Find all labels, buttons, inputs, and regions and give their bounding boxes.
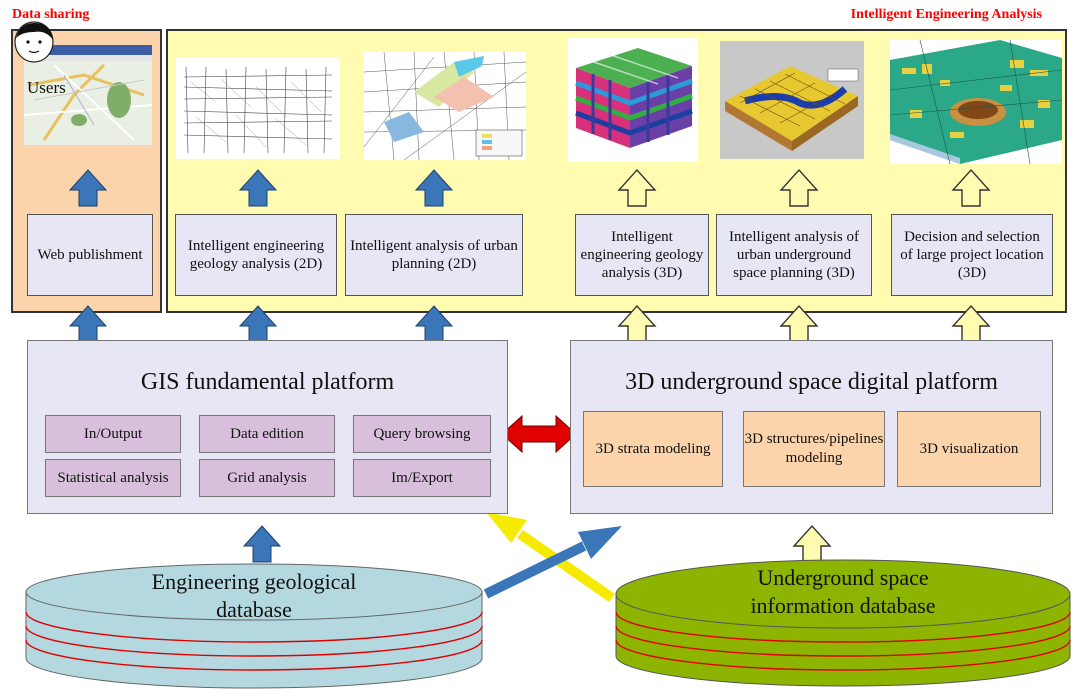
arrow-ugdb-to-gis [486,512,615,603]
arrow-3d-to-underground3d [780,305,818,343]
arrow-3d-to-decision3d [952,305,990,343]
arrow-geo3d-to-image [618,169,656,207]
intelligent-analysis-title: Intelligent Engineering Analysis [850,7,1042,22]
arrow-web-to-users [69,169,107,207]
geology-section-2d-image [176,57,340,159]
gis-cell-query-browsing[interactable]: Query browsing [353,415,491,453]
arrow-3d-to-geo3d [618,305,656,343]
gis-platform: GIS fundamental platform In/Output Data … [27,340,508,514]
arrow-gis-to-web [69,305,107,343]
engineering-db-label: Engineering geological database [151,569,357,622]
underground-space-database[interactable]: Underground space information database [614,556,1072,688]
gis-cell-data-edition[interactable]: Data edition [199,415,335,453]
arrow-engdb-to-3d [483,526,622,599]
arrow-engdb-to-gis [243,525,281,563]
strata-fence-3d-image [568,38,698,162]
web-map-image [24,45,152,145]
visualization-3d-cell[interactable]: 3D visualization [897,411,1041,487]
structures-pipelines-modeling-cell[interactable]: 3D structures/pipelines modeling [743,411,885,487]
project-location-3d-box[interactable]: Decision and selection of large project … [891,214,1053,296]
large-project-location-3d-image [890,40,1062,164]
urban-planning-2d-box[interactable]: Intelligent analysis of urban planning (… [345,214,523,296]
platform-exchange-arrow [501,414,577,454]
urban-planning-2d-image [364,52,526,160]
gis-cell-statistical-analysis[interactable]: Statistical analysis [45,459,181,497]
arrow-gis-to-urban2d [415,305,453,343]
arrow-geo2d-to-image [239,169,277,207]
gis-cell-in-output[interactable]: In/Output [45,415,181,453]
arrow-gis-to-geo2d [239,305,277,343]
engineering-geological-database[interactable]: Engineering geological database [24,562,484,690]
data-sharing-title: Data sharing [12,7,90,22]
underground-db-label: Underground space information database [750,565,936,618]
web-publishment-box[interactable]: Web publishment [27,214,153,296]
underground-space-3d-image [720,41,864,159]
arrow-underground3d-to-image [780,169,818,207]
underground-planning-3d-box[interactable]: Intelligent analysis of urban undergroun… [716,214,872,296]
users-label: Users [27,78,66,97]
gis-platform-title: GIS fundamental platform [140,369,395,395]
digital-3d-platform: 3D underground space digital platform 3D… [570,340,1053,514]
strata-modeling-cell[interactable]: 3D strata modeling [583,411,723,487]
geo-analysis-2d-box[interactable]: Intelligent engineering geology analysis… [175,214,337,296]
user-avatar-icon [12,20,56,64]
gis-cell-grid-analysis[interactable]: Grid analysis [199,459,335,497]
digital-3d-platform-title: 3D underground space digital platform [625,369,998,395]
geo-analysis-3d-box[interactable]: Intelligent engineering geology analysis… [575,214,709,296]
arrow-urban2d-to-image [415,169,453,207]
arrow-decision3d-to-image [952,169,990,207]
gis-cell-im-export[interactable]: Im/Export [353,459,491,497]
